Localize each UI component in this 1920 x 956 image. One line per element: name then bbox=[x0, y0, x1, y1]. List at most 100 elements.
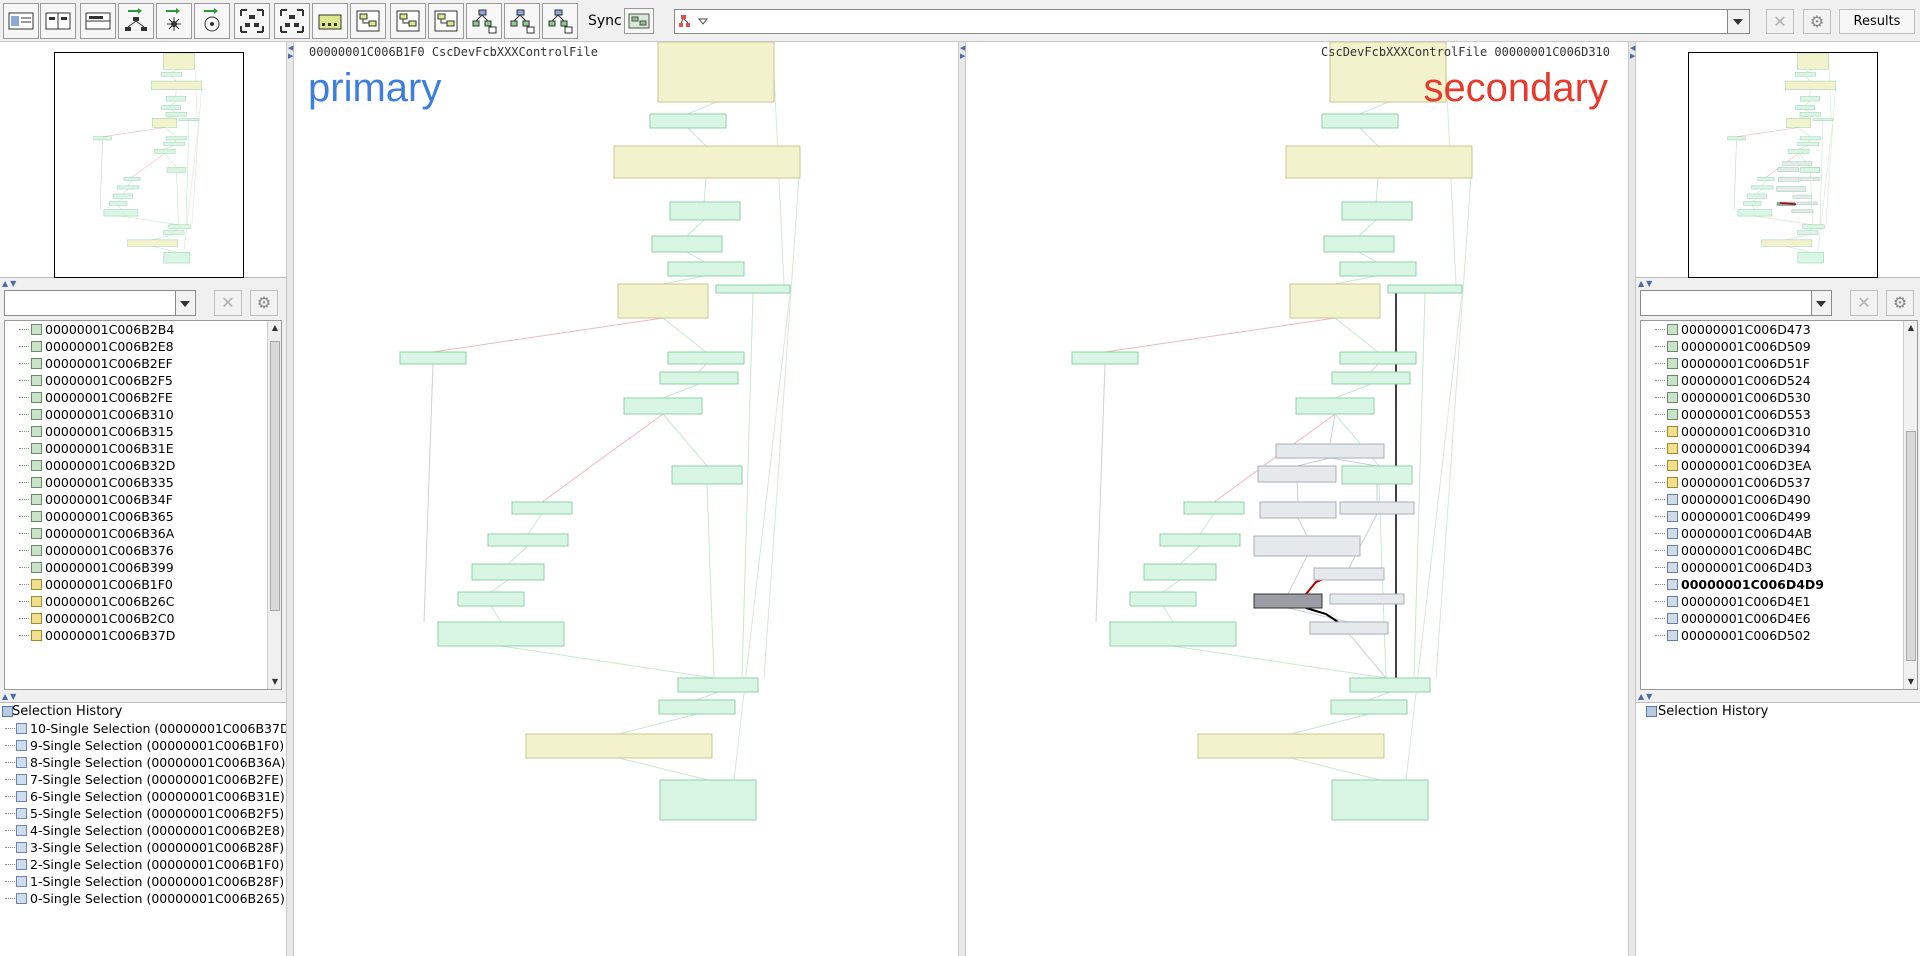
graph-node[interactable] bbox=[1109, 621, 1237, 647]
graph-node[interactable] bbox=[1071, 351, 1139, 365]
graph-node[interactable] bbox=[671, 465, 743, 485]
primary-filter-clear-button[interactable]: ✕ bbox=[214, 290, 242, 316]
primary-list-scrollbar[interactable]: ▲ ▼ bbox=[267, 321, 281, 689]
list-item[interactable]: 00000001C006B365 bbox=[5, 508, 281, 525]
list-item[interactable]: 00000001C006D4AB bbox=[1641, 525, 1917, 542]
list-item[interactable]: 00000001C006D524 bbox=[1641, 372, 1917, 389]
primary-graph-view[interactable]: 00000001C006B1F0 CscDevFcbXXXControlFile… bbox=[294, 42, 958, 956]
list-item[interactable]: 00000001C006D394 bbox=[1641, 440, 1917, 457]
split-vertical-button[interactable] bbox=[40, 3, 76, 39]
graph-node[interactable] bbox=[1341, 465, 1413, 485]
graph-node[interactable] bbox=[659, 779, 757, 821]
list-item[interactable]: 00000001C006D499 bbox=[1641, 508, 1917, 525]
graph-node[interactable] bbox=[1330, 699, 1408, 715]
graph-node[interactable] bbox=[471, 563, 545, 581]
scroll-down-icon[interactable]: ▼ bbox=[1907, 677, 1915, 686]
graph-node[interactable] bbox=[1253, 535, 1361, 557]
graph-node[interactable] bbox=[399, 351, 467, 365]
history-entry[interactable]: 2-Single Selection (00000001C006B1F0) (1… bbox=[0, 856, 306, 873]
history-entry[interactable]: 6-Single Selection (00000001C006B31E) (1… bbox=[0, 788, 306, 805]
secondary-filter-settings-button[interactable]: ⚙ bbox=[1886, 290, 1914, 316]
graph-node[interactable] bbox=[617, 283, 709, 319]
graph-node[interactable] bbox=[715, 284, 791, 294]
list-item[interactable]: 00000001C006B37D bbox=[5, 627, 281, 644]
graph-node[interactable] bbox=[613, 145, 801, 179]
search-settings-button[interactable]: ⚙ bbox=[1803, 9, 1831, 34]
splitter-arrows-icon[interactable]: ▲▼ bbox=[1638, 279, 1655, 288]
list-item[interactable]: 00000001C006B36A bbox=[5, 525, 281, 542]
history-entry[interactable]: 3-Single Selection (00000001C006B28F) (1… bbox=[0, 839, 306, 856]
list-item[interactable]: 00000001C006B2C0 bbox=[5, 610, 281, 627]
side-by-side-button[interactable] bbox=[428, 3, 464, 39]
graph-node[interactable] bbox=[657, 42, 775, 103]
history-entry[interactable]: 7-Single Selection (00000001C006B2FE) (1… bbox=[0, 771, 306, 788]
center-splitter[interactable]: ◀▶ bbox=[958, 42, 966, 956]
graph-node[interactable] bbox=[1329, 593, 1405, 605]
history-entry[interactable]: 10-Single Selection (00000001C006B37D) (… bbox=[0, 720, 311, 737]
graph-node[interactable] bbox=[1159, 533, 1241, 547]
graph-view-button[interactable] bbox=[350, 3, 386, 39]
list-item[interactable]: 00000001C006D4E1 bbox=[1641, 593, 1917, 610]
list-item[interactable]: 00000001C006D473 bbox=[1641, 321, 1917, 338]
list-item[interactable]: 00000001C006D530 bbox=[1641, 389, 1917, 406]
graph-node[interactable] bbox=[659, 371, 739, 385]
secondary-graph-overview[interactable] bbox=[1636, 42, 1920, 278]
scroll-down-icon[interactable]: ▼ bbox=[271, 677, 279, 686]
graph-node[interactable] bbox=[1331, 371, 1411, 385]
selection-history-root[interactable]: Selection History bbox=[1636, 703, 1920, 720]
list-item[interactable]: 00000001C006B32D bbox=[5, 457, 281, 474]
fit-graph-button[interactable] bbox=[234, 3, 270, 39]
list-item[interactable]: 00000001C006D537 bbox=[1641, 474, 1917, 491]
right-splitter[interactable]: ◀▶ bbox=[1628, 42, 1636, 956]
graph-node[interactable] bbox=[669, 201, 741, 221]
list-item[interactable]: 00000001C006B2B4 bbox=[5, 321, 281, 338]
graph-node[interactable] bbox=[667, 261, 745, 277]
flow-graph-button[interactable] bbox=[390, 3, 426, 39]
list-item[interactable]: 00000001C006B31E bbox=[5, 440, 281, 457]
graph-node[interactable] bbox=[1295, 397, 1375, 415]
select-prev-button[interactable] bbox=[542, 3, 578, 39]
graph-node[interactable] bbox=[1183, 501, 1245, 515]
graph-node[interactable] bbox=[1339, 351, 1417, 365]
graph-node[interactable] bbox=[1339, 501, 1415, 515]
scroll-thumb[interactable] bbox=[1906, 431, 1916, 661]
list-item[interactable]: 00000001C006D553 bbox=[1641, 406, 1917, 423]
graph-node[interactable] bbox=[1285, 145, 1473, 179]
list-item[interactable]: 00000001C006D51F bbox=[1641, 355, 1917, 372]
graph-node[interactable] bbox=[1323, 235, 1395, 253]
list-item[interactable]: 00000001C006B2EF bbox=[5, 355, 281, 372]
graph-node[interactable] bbox=[658, 699, 736, 715]
graph-node[interactable] bbox=[1257, 465, 1337, 483]
circular-layout-button[interactable] bbox=[194, 3, 230, 39]
list-item[interactable]: 00000001C006B26C bbox=[5, 593, 281, 610]
selection-history-root[interactable]: Selection History bbox=[0, 703, 286, 720]
list-item[interactable]: 00000001C006B399 bbox=[5, 559, 281, 576]
graph-node[interactable] bbox=[1341, 201, 1413, 221]
search-history-dropdown[interactable] bbox=[1727, 10, 1749, 33]
list-item[interactable]: 00000001C006D509 bbox=[1641, 338, 1917, 355]
clear-search-button[interactable]: ✕ bbox=[1766, 9, 1794, 34]
secondary-filter-dropdown[interactable] bbox=[1811, 291, 1831, 315]
history-entry[interactable]: 1-Single Selection (00000001C006B28F) (1… bbox=[0, 873, 306, 890]
graph-node[interactable] bbox=[511, 501, 573, 515]
graph-node[interactable] bbox=[1253, 593, 1323, 609]
fit-selection-button[interactable] bbox=[274, 3, 310, 39]
history-entry[interactable]: 8-Single Selection (00000001C006B36A) (1… bbox=[0, 754, 307, 771]
list-item[interactable]: 00000001C006B376 bbox=[5, 542, 281, 559]
list-item[interactable]: 00000001C006B310 bbox=[5, 406, 281, 423]
split-horizontal-button[interactable] bbox=[80, 3, 116, 39]
secondary-list-scrollbar[interactable]: ▲ ▼ bbox=[1903, 321, 1917, 689]
secondary-filter-clear-button[interactable]: ✕ bbox=[1850, 290, 1878, 316]
left-splitter[interactable]: ◀▶ bbox=[286, 42, 294, 956]
graph-node[interactable] bbox=[1387, 284, 1463, 294]
history-entry[interactable]: 5-Single Selection (00000001C006B2F5) (1… bbox=[0, 805, 306, 822]
node-search-input[interactable] bbox=[674, 9, 1750, 34]
list-item[interactable]: 00000001C006B2F5 bbox=[5, 372, 281, 389]
graph-node[interactable] bbox=[651, 235, 723, 253]
primary-graph-overview[interactable] bbox=[0, 42, 286, 278]
graph-node[interactable] bbox=[1349, 677, 1431, 693]
zoom-box-button[interactable] bbox=[312, 3, 348, 39]
history-entry[interactable]: 4-Single Selection (00000001C006B2E8) (1… bbox=[0, 822, 306, 839]
